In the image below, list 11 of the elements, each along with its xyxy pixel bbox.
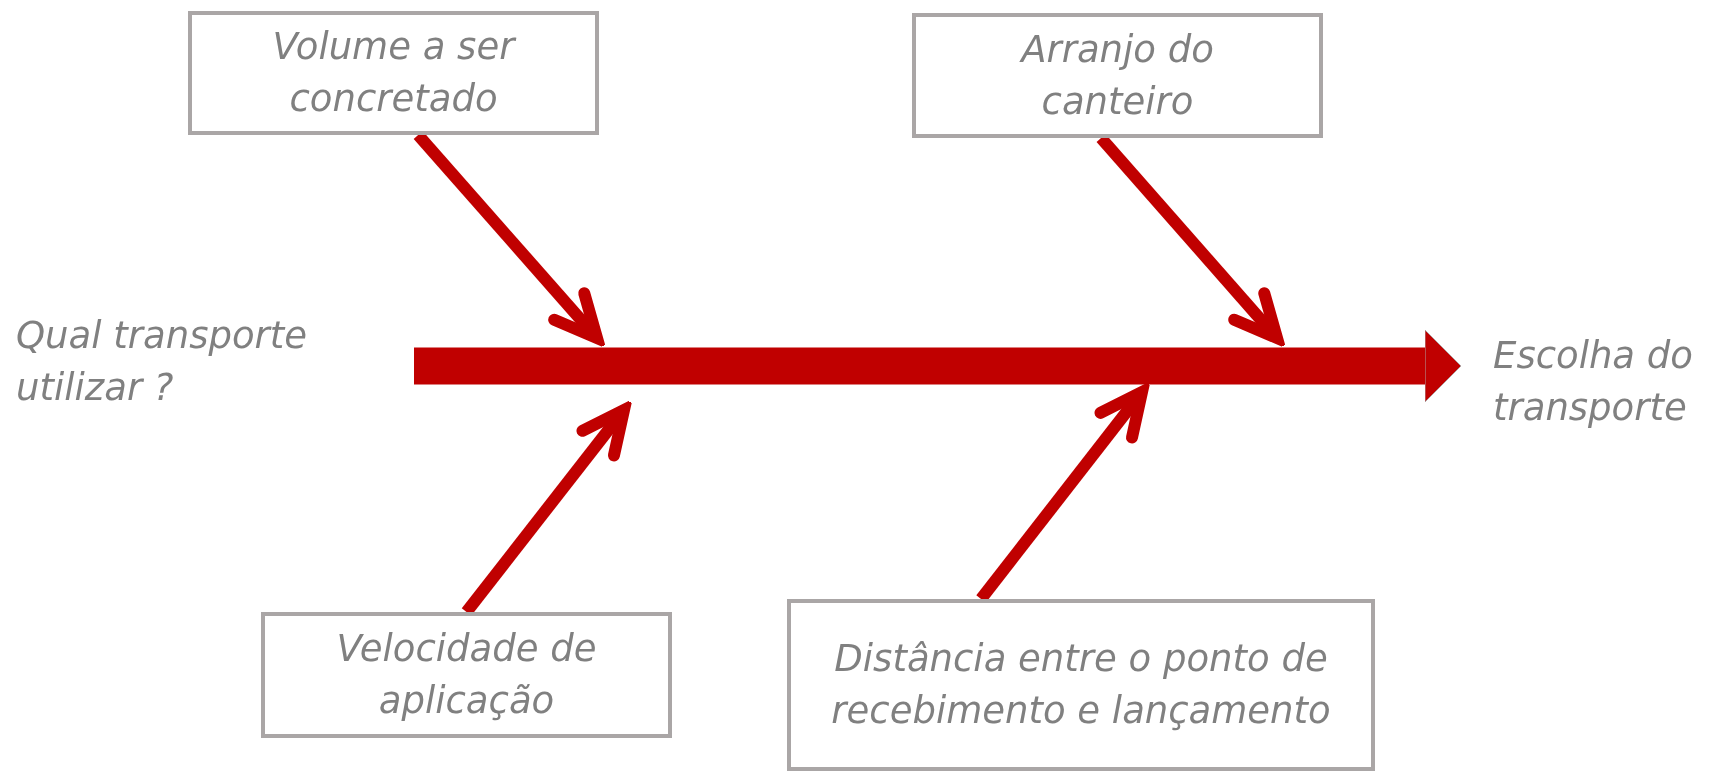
fishbone-label: Escolha do transporte <box>1493 333 1694 431</box>
main-arrow <box>414 329 1462 403</box>
cause-label: Arranjo do canteiro <box>1018 26 1215 125</box>
cause-box <box>188 11 599 135</box>
cause-label: Volume a ser concretado <box>271 24 518 122</box>
cause-label: Velocidade de aplicação <box>335 626 598 724</box>
cause-label: Distância entre o ponto de recebimento e lançamento <box>831 636 1331 734</box>
cause-box <box>261 612 672 738</box>
cause-box <box>912 13 1323 138</box>
fishbone-label: Qual transporte utilizar ? <box>16 313 308 411</box>
cause-box <box>787 599 1375 771</box>
